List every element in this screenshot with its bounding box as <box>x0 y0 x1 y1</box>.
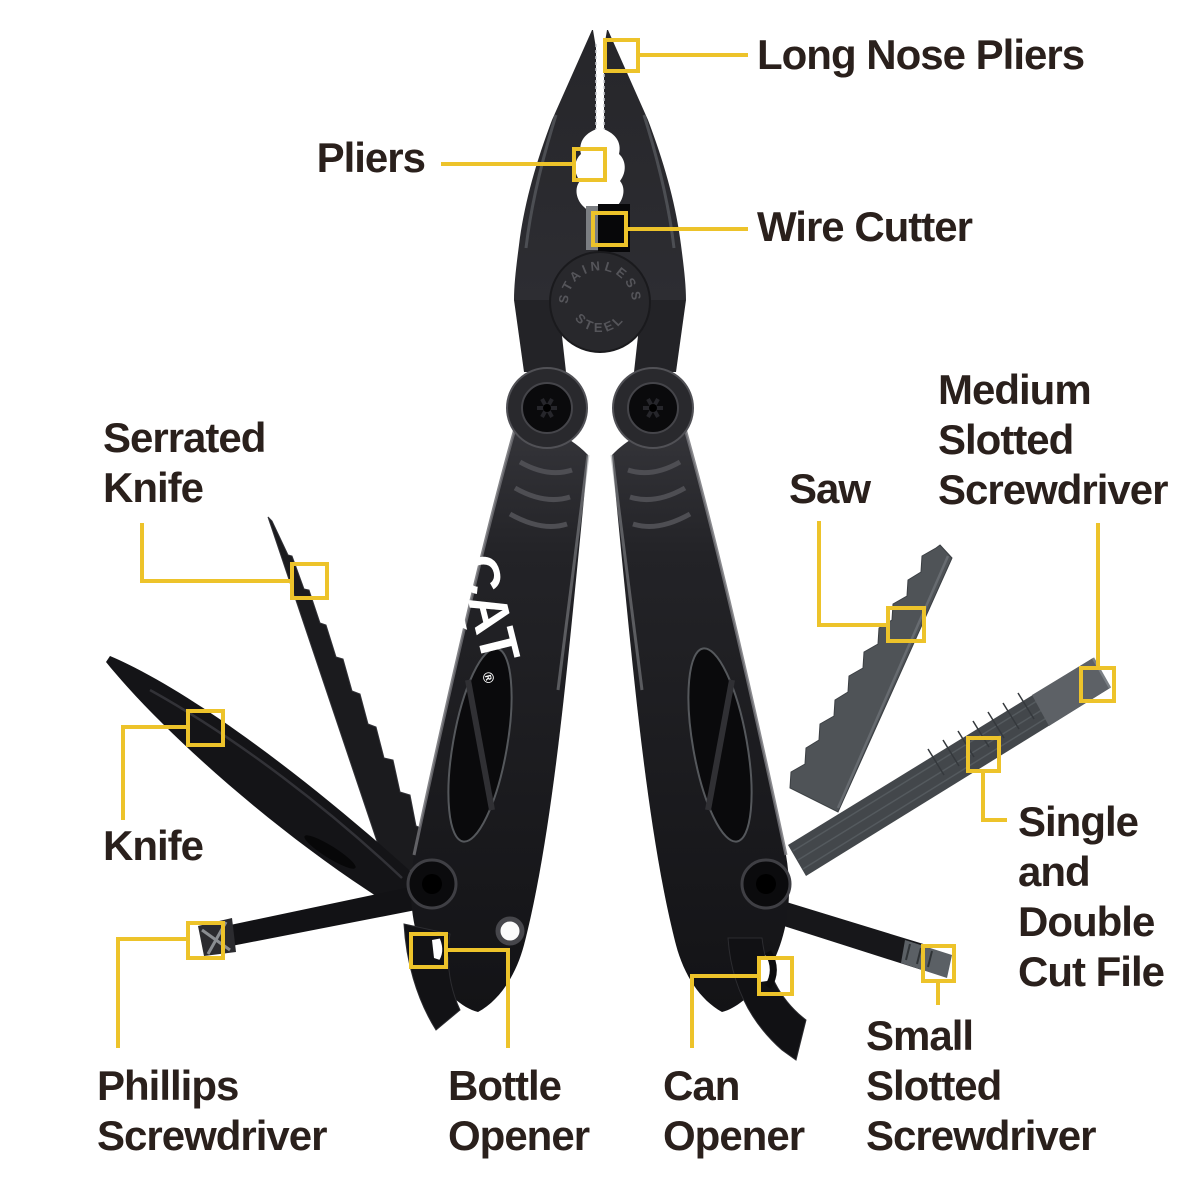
knife-blade <box>106 656 418 906</box>
callout-line-can-opener-v <box>690 974 694 1048</box>
label-text: Opener <box>448 1112 590 1159</box>
label-text: Medium <box>938 366 1092 413</box>
left-blades <box>106 516 433 956</box>
label-text: Slotted <box>938 416 1074 463</box>
label-knife: Knife <box>103 821 204 871</box>
callout-line-can-opener-h <box>690 974 759 978</box>
callout-line-small-slotted-v <box>936 981 940 1005</box>
label-text: Double <box>1018 898 1155 945</box>
small-slotted-screwdriver-bit <box>765 897 952 978</box>
lanyard-hole <box>495 916 525 946</box>
callout-line-phillips-v <box>116 937 120 1048</box>
callout-line-knife-h <box>121 725 188 729</box>
callout-line-wire-cutter <box>626 227 748 231</box>
callout-line-bottle-opener-h <box>446 948 510 952</box>
label-text: Screwdriver <box>97 1112 327 1159</box>
label-text: Knife <box>103 464 204 511</box>
callout-line-file-v <box>981 771 985 822</box>
label-text: Serrated <box>103 414 266 461</box>
callout-line-file-h <box>981 818 1007 822</box>
callout-box-medium-slotted-screwdriver <box>1079 666 1116 703</box>
label-saw: Saw <box>789 464 871 514</box>
file-blade <box>788 657 1112 876</box>
right-blades <box>765 544 1112 978</box>
label-text: Cut File <box>1018 948 1165 995</box>
callout-box-bottle-opener <box>409 932 448 969</box>
label-text: Screwdriver <box>866 1112 1096 1159</box>
callout-box-file <box>966 736 1001 773</box>
callout-box-serrated-knife <box>290 562 329 600</box>
label-bottle-opener: Bottle Opener <box>448 1061 590 1161</box>
callout-line-knife-v <box>121 725 125 820</box>
label-small-slotted-screwdriver: Small Slotted Screwdriver <box>866 1011 1096 1161</box>
label-serrated-knife: Serrated Knife <box>103 413 266 513</box>
callout-line-bottle-opener-v <box>506 948 510 1048</box>
callout-box-wire-cutter <box>591 211 628 247</box>
can-opener-blade <box>727 937 807 1061</box>
label-text: Screwdriver <box>938 466 1168 513</box>
pivot-disc: STAINLESS STEEL <box>549 251 651 353</box>
cat-logo-registered: ® <box>478 670 497 685</box>
callout-box-pliers <box>572 147 607 182</box>
handle-screws <box>406 858 792 910</box>
label-text: Bottle <box>448 1062 562 1109</box>
callout-box-phillips-screwdriver <box>186 921 225 960</box>
callout-line-phillips-h <box>116 937 188 941</box>
label-text: and <box>1018 848 1091 895</box>
saw-blade <box>789 544 953 813</box>
label-text: Slotted <box>866 1062 1002 1109</box>
label-text: Can <box>663 1062 740 1109</box>
callout-line-long-nose-pliers <box>638 53 748 57</box>
callout-box-long-nose-pliers <box>603 38 640 73</box>
callout-line-medium-slotted-v <box>1096 523 1100 670</box>
callout-box-saw <box>886 606 926 643</box>
label-wire-cutter: Wire Cutter <box>757 202 973 252</box>
left-handle <box>410 424 590 1012</box>
label-text: Wire Cutter <box>757 203 973 250</box>
callout-line-saw-v <box>817 521 821 627</box>
label-text: Saw <box>789 465 871 512</box>
right-handle <box>610 424 790 1012</box>
label-text: Phillips <box>97 1062 239 1109</box>
pivot-screws <box>506 367 694 449</box>
label-long-nose-pliers: Long Nose Pliers <box>757 30 1085 80</box>
label-single-and-double-cut-file: Single and Double Cut File <box>1018 797 1165 997</box>
callout-line-saw-h <box>817 623 890 627</box>
label-text: Pliers <box>316 134 426 181</box>
callout-line-serrated-knife-v <box>140 523 144 583</box>
label-pliers: Pliers <box>225 133 426 183</box>
label-text: Opener <box>663 1112 805 1159</box>
phillips-screwdriver-bit <box>211 885 420 950</box>
callout-box-knife <box>186 709 225 747</box>
label-text: Long Nose Pliers <box>757 31 1085 78</box>
label-can-opener: Can Opener <box>663 1061 805 1161</box>
label-text: Small <box>866 1012 974 1059</box>
label-text: Single <box>1018 798 1139 845</box>
callout-box-small-slotted-screwdriver <box>921 944 956 983</box>
callout-line-pliers <box>441 162 574 166</box>
label-phillips-screwdriver: Phillips Screwdriver <box>97 1061 327 1161</box>
label-text: Knife <box>103 822 204 869</box>
callout-box-can-opener <box>757 956 794 996</box>
callout-line-serrated-knife-h <box>140 579 292 583</box>
label-medium-slotted-screwdriver: Medium Slotted Screwdriver <box>938 365 1168 515</box>
